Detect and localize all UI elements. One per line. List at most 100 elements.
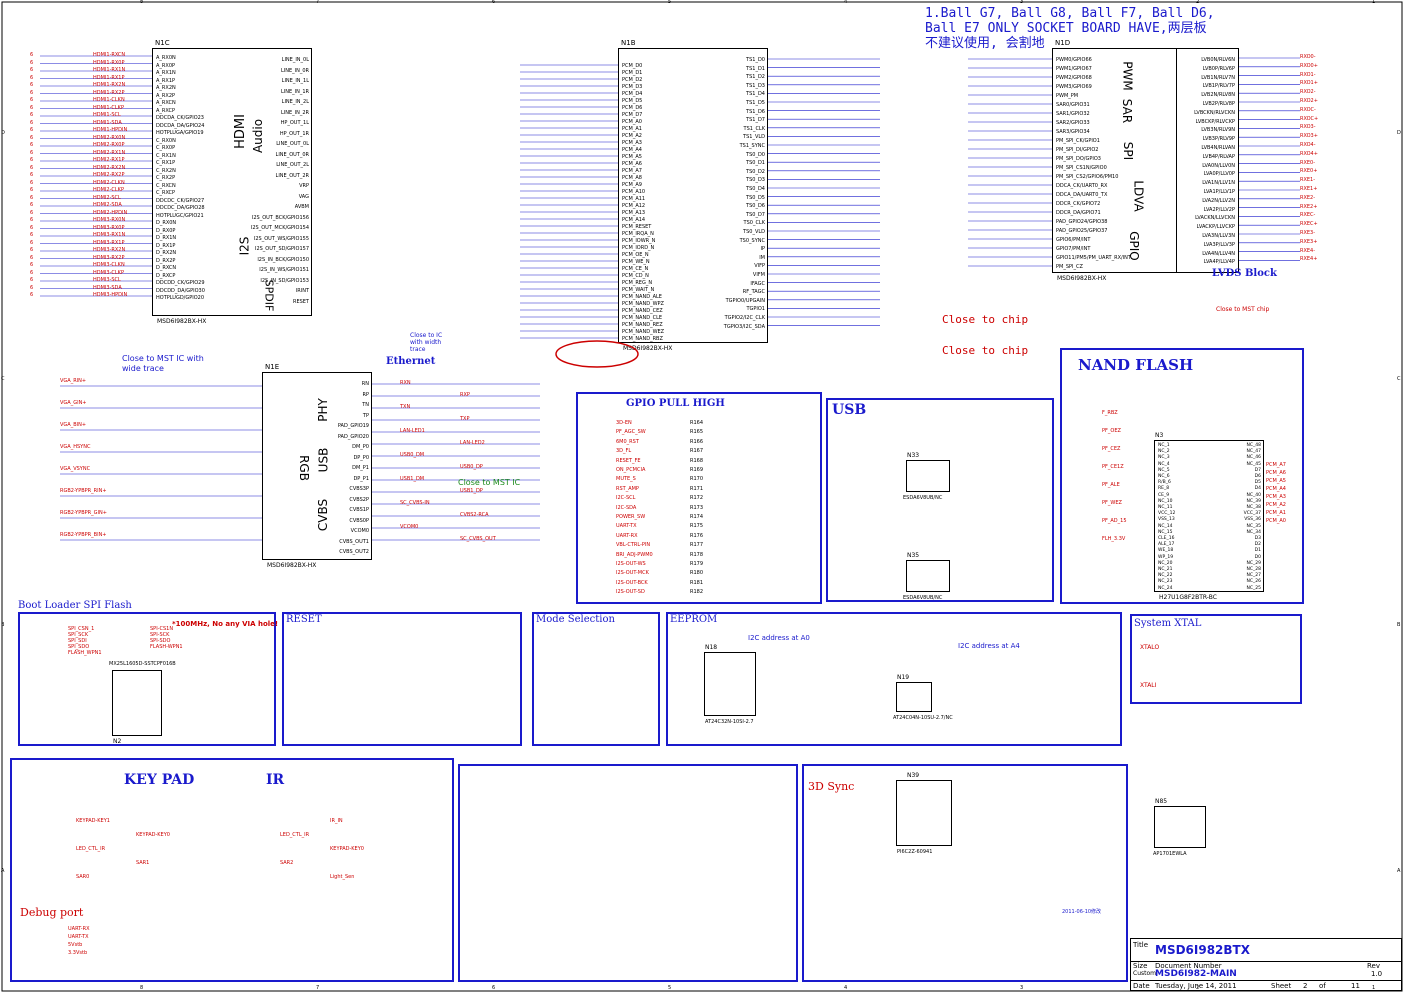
sheet-ref: 6 bbox=[30, 277, 34, 283]
pin-label: NC_34 bbox=[1246, 529, 1261, 535]
pin-label: I2S_OUT_SD/GPIO157 bbox=[254, 246, 309, 252]
pin-label: PM_SPI_DI/GPIO2 bbox=[1056, 147, 1099, 153]
pin-label: PCM_A7 bbox=[622, 168, 642, 174]
pin-label: VCOM0 bbox=[350, 528, 369, 534]
pin-label: PCM_A0 bbox=[622, 119, 642, 125]
pin-label: PCM_NAND_CEZ bbox=[622, 308, 663, 314]
pin-label: PCM_CD_N bbox=[622, 273, 649, 279]
resistor-ref: R178 bbox=[690, 551, 704, 558]
pin-label: D_RX2N bbox=[156, 250, 177, 256]
border-number: 4 bbox=[844, 985, 848, 991]
sheet-ref: 6 bbox=[30, 217, 34, 223]
pin-label: PM_SPI_CS1N/GPIO0 bbox=[1056, 165, 1107, 171]
boot-net-label: SPI-CS1N bbox=[150, 626, 174, 632]
keypad-title: KEY PAD bbox=[124, 772, 195, 788]
lvds-net-label: RXO0+ bbox=[1300, 62, 1318, 69]
hdmi-net-label: HDMI2-RX1P bbox=[93, 157, 125, 163]
boot-net-label: SPI_SDI bbox=[68, 638, 87, 644]
pin-label: D_RX0N bbox=[156, 220, 177, 226]
tb-size: Custom bbox=[1133, 970, 1156, 977]
n1e-output-net: CVBS2-RCA bbox=[460, 512, 489, 518]
resistor-ref: R171 bbox=[690, 485, 704, 492]
pin-label: PCM_NAND_REZ bbox=[622, 322, 663, 328]
pin-label: D_RXCP bbox=[156, 272, 176, 279]
title-block: Title MSD6I982BTX Size Custom Document N… bbox=[1130, 938, 1402, 991]
annotation-close-chip-1: Close to chip bbox=[942, 313, 1029, 326]
chip-n35: N35 ESDA6V8UB/NC bbox=[903, 552, 950, 601]
sheet-ref: 6 bbox=[30, 74, 34, 81]
pin-label: NC_28 bbox=[1246, 567, 1261, 572]
sheet-ref: 6 bbox=[30, 292, 34, 298]
pin-label: LINE_IN_0L bbox=[281, 57, 309, 63]
pin-label: LVB1N/RLV7N bbox=[1201, 74, 1235, 81]
pin-label: D_RX1N bbox=[156, 235, 177, 241]
pin-label: NC_15 bbox=[1158, 529, 1173, 535]
sheet-ref: 6 bbox=[30, 164, 34, 171]
tb-sheet: 2 bbox=[1303, 982, 1308, 990]
sheet-ref: 6 bbox=[30, 232, 34, 238]
pin-label: LVA3P/LLV3P bbox=[1203, 241, 1235, 248]
pin-label: GPIO7/PM/INT bbox=[1056, 246, 1091, 252]
resistor-ref: R176 bbox=[690, 532, 704, 539]
hdmi-net-label: HDMI3-CLKP bbox=[93, 269, 124, 276]
chip-n39-subtitle: PI6C2Z-60941 bbox=[897, 849, 933, 855]
pin-label: TS0_D1 bbox=[746, 160, 765, 167]
n1e-output-net: RXN bbox=[400, 380, 411, 386]
pin-label: PCM_A4 bbox=[622, 147, 642, 153]
border-number: 8 bbox=[140, 985, 144, 991]
hdmi-net-label: HDMI1-RX1N bbox=[93, 67, 126, 73]
pin-label: PWM0/GPIO66 bbox=[1056, 57, 1092, 63]
n1e-output-net: USB1_DP bbox=[460, 488, 483, 494]
pin-label: PCM_D1 bbox=[622, 70, 643, 76]
pin-label: NC_38 bbox=[1246, 505, 1261, 510]
pin-label: TS0_D3 bbox=[746, 177, 765, 184]
hdmi-net-label: HDMI2-RX1N bbox=[93, 149, 126, 156]
chip-n1b-subtitle: MSD6I982BX-HX bbox=[623, 345, 673, 352]
pin-label: I2S_IN_SD/GPIO153 bbox=[260, 277, 309, 284]
pin-label: TS0_D5 bbox=[746, 194, 765, 201]
resistor-ref: R177 bbox=[690, 542, 704, 549]
hdmi-net-label: HDMI1-RX0P bbox=[93, 59, 125, 66]
lvds-net-label: RXO4- bbox=[1300, 142, 1316, 148]
chip-n39-title: N39 bbox=[907, 772, 920, 779]
pin-label: D5 bbox=[1254, 480, 1261, 486]
gpio-pull-net: 3D_FL bbox=[616, 448, 632, 455]
hdmi-net-label: HDMI1-RX2N bbox=[93, 82, 126, 88]
resistor-ref: R165 bbox=[690, 429, 704, 436]
label-ldva: LDVA bbox=[1131, 180, 1146, 212]
pin-label: PWM3/GPIO69 bbox=[1056, 84, 1092, 90]
gpio-pull-net: I2C-SCL bbox=[616, 495, 636, 502]
pin-label: NC_45 bbox=[1246, 461, 1261, 467]
pin-label: NC_48 bbox=[1246, 443, 1261, 448]
pin-label: SAR3/GPIO34 bbox=[1056, 129, 1090, 135]
top-note-line1: 1.Ball G7, Ball G8, Ball F7, Ball D6, bbox=[925, 6, 1215, 21]
pin-label: VIFP bbox=[754, 263, 765, 270]
keypad-net-label: Light_Sen bbox=[330, 874, 355, 880]
vga-net-label: VGA_GIN+ bbox=[60, 400, 87, 406]
pin-label: I2S_IN_WS/GPIO151 bbox=[259, 267, 309, 273]
lvds-net-label: RXO2+ bbox=[1300, 98, 1318, 104]
sheet-ref: 6 bbox=[30, 97, 34, 103]
nand-net-label: F_RBZ bbox=[1102, 410, 1118, 416]
chip-n18-subtitle: AT24C32N-10SI-2.7 bbox=[705, 719, 754, 725]
chip-n35-title: N35 bbox=[907, 552, 920, 559]
pin-label: A_RXCP bbox=[156, 107, 175, 114]
n1e-output-net: USB1_DM bbox=[400, 476, 425, 482]
pin-label: NC_29 bbox=[1246, 560, 1261, 566]
chip-n1c-title: N1C bbox=[155, 39, 170, 47]
pin-label: AVBM bbox=[294, 204, 309, 210]
gpio-pull-net: RST_AMP bbox=[616, 485, 639, 492]
label-spi: SPI bbox=[1121, 141, 1136, 161]
label-cvbs: CVBS bbox=[316, 498, 331, 532]
lvds-net-label: RXE0+ bbox=[1300, 168, 1318, 175]
resistor-ref: R174 bbox=[690, 514, 704, 520]
gpio-pull-net: I2S-OUT-WS bbox=[616, 561, 646, 567]
chip-n33: N33 ESDA6V8UB/NC bbox=[903, 452, 950, 501]
debug-net-label: 3.3Vstb bbox=[68, 950, 88, 956]
pin-label: LINE_OUT_2L bbox=[276, 162, 309, 168]
pin-label: D_RX2P bbox=[156, 257, 176, 264]
pin-label: RN bbox=[361, 381, 369, 387]
label-audio: Audio bbox=[251, 118, 266, 154]
pin-label: HP_OUT_1L bbox=[280, 120, 309, 126]
